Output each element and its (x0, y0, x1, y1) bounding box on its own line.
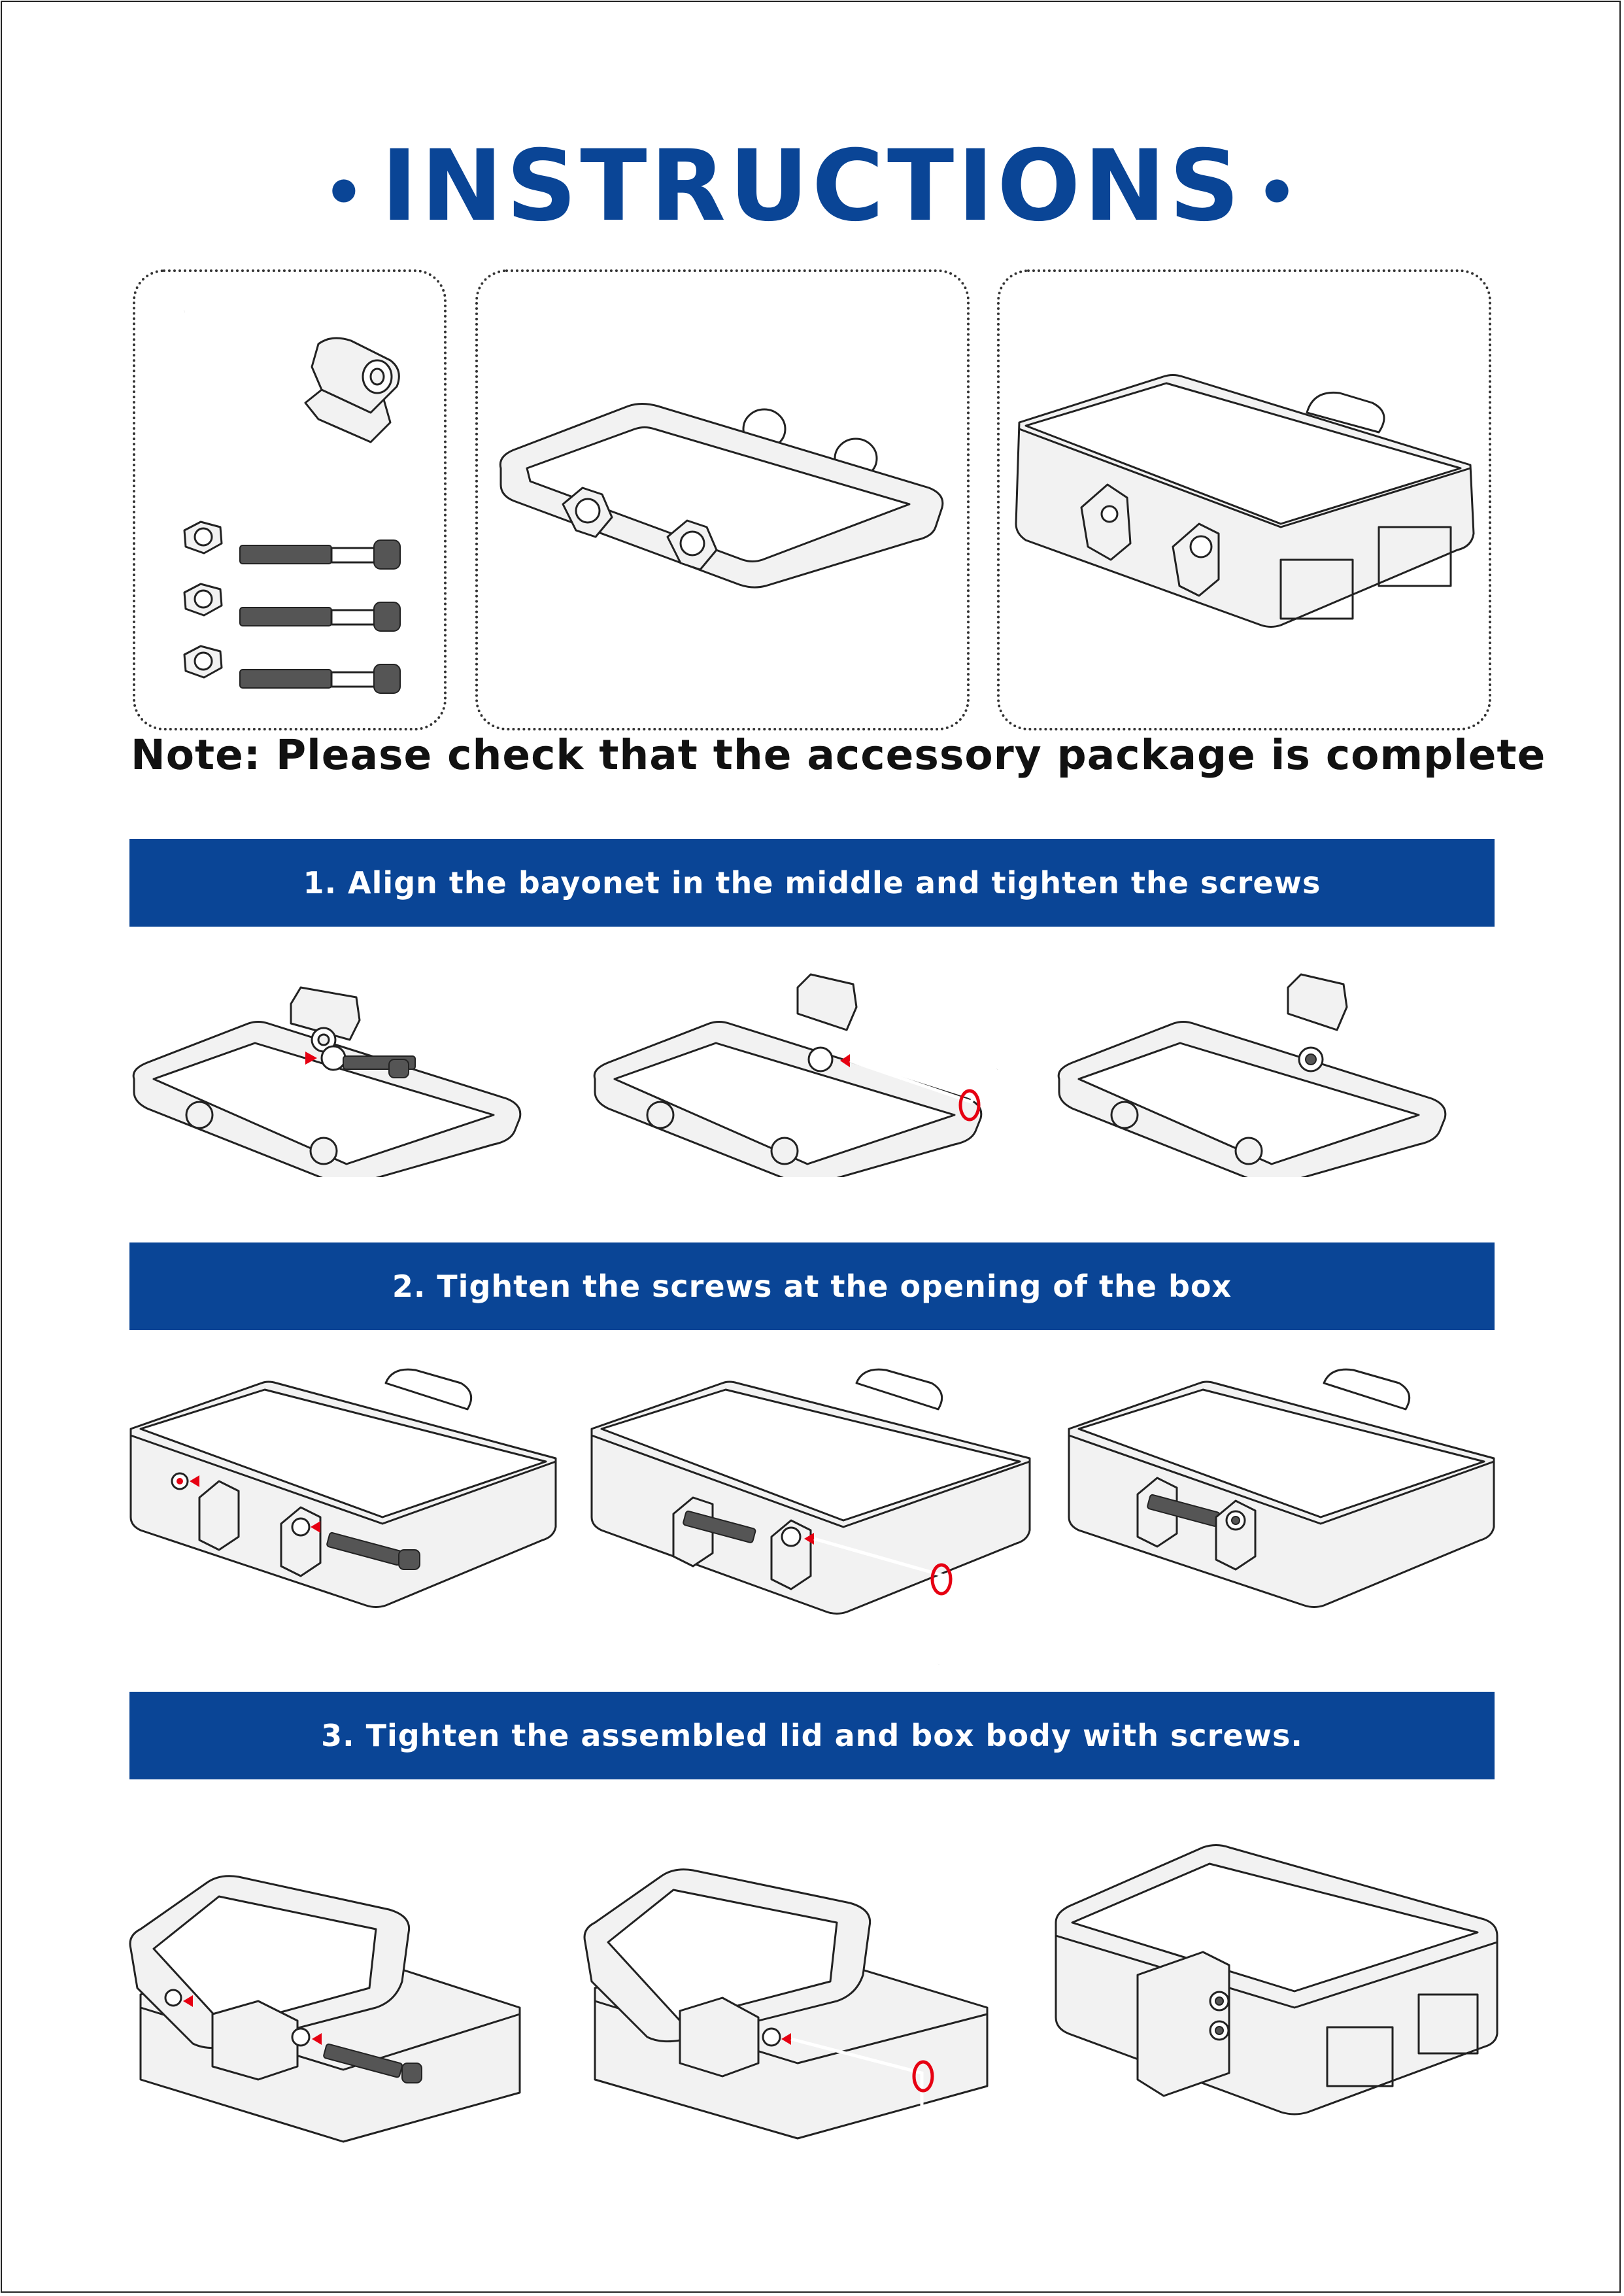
accessory-box-small-parts (133, 269, 447, 730)
lid-icon (499, 403, 944, 589)
socket-screw-icon (239, 540, 401, 694)
step-2-banner: 2. Tighten the screws at the opening of … (129, 1242, 1495, 1330)
step-3-banner: 3. Tighten the assembled lid and box bod… (129, 1692, 1495, 1779)
step-1-illustrations (127, 955, 1500, 1186)
step-3-illustrations (127, 1811, 1500, 2154)
box-body-icon (1015, 374, 1475, 628)
step-2-illustrations (127, 1363, 1500, 1680)
hex-key-icon (184, 298, 262, 531)
hex-nut-icon (183, 521, 223, 679)
accessory-box-body (997, 269, 1491, 730)
accessory-box-lid (475, 269, 970, 730)
bayonet-hinge-icon (304, 337, 400, 443)
step-1-banner: 1. Align the bayonet in the middle and t… (129, 839, 1495, 927)
page-title: •INSTRUCTIONS• (322, 129, 1302, 243)
accessory-note: Note: Please check that the accessory pa… (131, 731, 1546, 779)
